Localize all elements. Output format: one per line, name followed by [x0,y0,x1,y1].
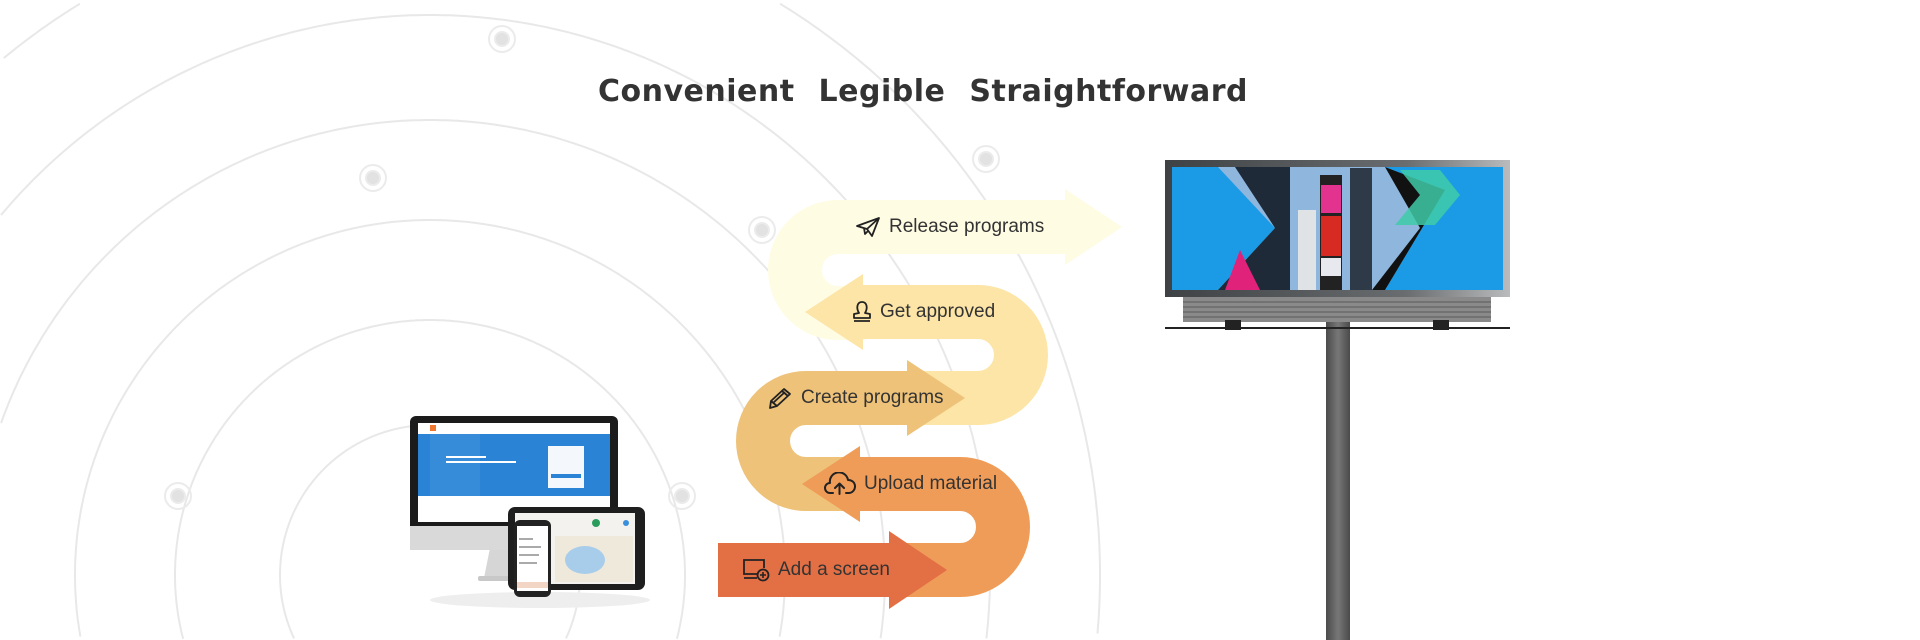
step-create-programs: Create programs [767,386,944,410]
stamp-icon [853,301,871,322]
step-upload-material: Upload material [824,472,997,496]
step-label: Upload material [864,473,998,494]
step-label: Release programs [889,216,1045,237]
step-add-a-screen: Add a screen [742,558,890,582]
smartphone [514,520,551,597]
step-band-upload [802,446,1030,597]
ring-dots [164,25,1000,510]
step-band-approve [805,274,1048,425]
title-word: Straightforward [969,74,1249,109]
title-word: Legible [818,74,946,109]
step-label: Add a screen [778,559,890,580]
page-title: Convenient Legible Straightforward [0,74,1846,109]
step-band-add [718,531,947,609]
pencil-icon [769,388,791,409]
paper-plane-icon [856,217,880,237]
workflow-snake [718,189,1122,609]
billboard-pole [1326,322,1350,640]
step-get-approved: Get approved [852,300,995,324]
step-band-create [736,360,965,511]
devices-illustration [410,416,650,608]
cloud-upload-icon [824,472,856,495]
title-word: Convenient [597,74,795,109]
monitor-add-icon [743,559,770,582]
step-label: Create programs [801,387,944,408]
step-release-programs: Release programs [855,216,1044,238]
billboard-illustration [1165,160,1510,640]
step-label: Get approved [880,301,996,322]
ring-arc [174,319,686,640]
